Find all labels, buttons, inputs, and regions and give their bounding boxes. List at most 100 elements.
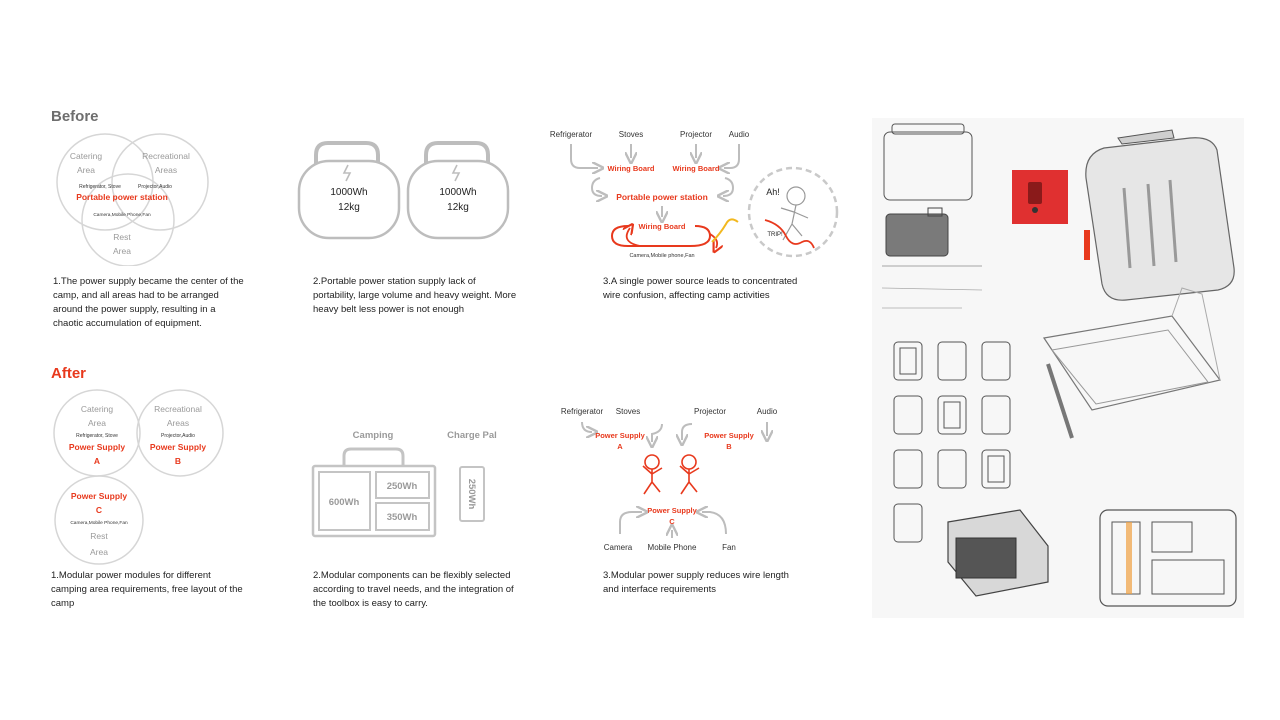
svg-text:600Wh: 600Wh bbox=[329, 497, 360, 508]
svg-text:Area: Area bbox=[90, 547, 108, 557]
after-venn-diagram: Catering Area Refrigerator, Stove Power … bbox=[53, 389, 224, 565]
svg-text:A: A bbox=[617, 442, 623, 451]
before-venn-diagram: Catering Area Recreational Areas Refrige… bbox=[56, 133, 209, 266]
label-audio: Audio bbox=[729, 130, 750, 139]
bag1-body bbox=[297, 159, 401, 240]
svg-text:Refrigerator: Refrigerator bbox=[561, 407, 604, 416]
module-600 bbox=[318, 471, 371, 531]
svg-text:C: C bbox=[96, 505, 102, 515]
svg-text:Stoves: Stoves bbox=[616, 407, 640, 416]
svg-text:Areas: Areas bbox=[155, 165, 177, 175]
after-caption-2: 2.Modular components can be flexibly sel… bbox=[313, 570, 514, 609]
stick-figure-body bbox=[780, 204, 809, 241]
svg-text:Power Supply: Power Supply bbox=[647, 506, 697, 515]
bolt-icon bbox=[342, 164, 352, 182]
modular-toolbox: Camping Charge Pal 600Wh 250Wh 350Wh 250… bbox=[311, 430, 497, 538]
svg-text:Fan: Fan bbox=[722, 543, 736, 552]
after-caption-1: 1.Modular power modules for different ca… bbox=[51, 570, 243, 609]
toolbox-handle bbox=[342, 447, 405, 466]
venn-rest-label: Rest bbox=[113, 232, 131, 242]
svg-text:350Wh: 350Wh bbox=[387, 512, 418, 523]
svg-text:Camera: Camera bbox=[604, 543, 633, 552]
svg-text:Recreational: Recreational bbox=[154, 404, 202, 414]
svg-text:Mobile Phone: Mobile Phone bbox=[648, 543, 697, 552]
product-sketches bbox=[881, 123, 1237, 607]
after-sub-left: Refrigerator, Stove bbox=[76, 433, 118, 439]
svg-text:Area: Area bbox=[77, 165, 95, 175]
wiring-board-2: Wiring Board bbox=[672, 164, 719, 173]
camping-label: Camping bbox=[353, 430, 394, 441]
venn-center-label: Portable power station bbox=[76, 192, 168, 202]
svg-text:Audio: Audio bbox=[757, 407, 778, 416]
charge-pal-label: Charge Pal bbox=[447, 430, 497, 441]
recreational-circle bbox=[111, 133, 209, 231]
module-250 bbox=[375, 471, 430, 499]
svg-text:Area: Area bbox=[113, 246, 131, 256]
design-sketch-panel bbox=[872, 118, 1244, 618]
wiring-board-3: Wiring Board bbox=[638, 222, 685, 231]
venn-sub-left: Refrigerator, Stove bbox=[79, 184, 121, 190]
rest-circle bbox=[81, 173, 175, 266]
modular-supply-diagram: Refrigerator Stoves Projector Audio Powe… bbox=[561, 407, 778, 552]
svg-text:B: B bbox=[726, 442, 732, 451]
bag2-power: 1000Wh bbox=[439, 187, 476, 198]
heavy-power-stations: 1000Wh 12kg 1000Wh 12kg bbox=[297, 141, 510, 240]
wiring-chaos-diagram: Refrigerator Stoves Projector Audio Wiri… bbox=[550, 130, 839, 259]
happy-figure-b bbox=[679, 454, 700, 495]
shout-text: Ah! bbox=[766, 187, 780, 197]
bag1-handle bbox=[314, 141, 380, 169]
svg-text:C: C bbox=[669, 517, 675, 526]
bolt-icon bbox=[451, 164, 461, 182]
after-sub-right: Projector,Audio bbox=[161, 433, 195, 439]
module-350 bbox=[375, 502, 430, 531]
after-caption-3: 3.Modular power supply reduces wire leng… bbox=[603, 570, 789, 595]
trip-wire-yellow bbox=[711, 218, 739, 243]
stick-figure-head bbox=[786, 186, 806, 206]
rest-circle bbox=[54, 475, 144, 565]
svg-text:Catering: Catering bbox=[81, 404, 113, 414]
svg-text:Power Supply: Power Supply bbox=[704, 431, 754, 440]
bottom-devices: Camera,Mobile phone,Fan bbox=[629, 253, 694, 259]
bag2-weight: 12kg bbox=[447, 202, 469, 213]
bag1-weight: 12kg bbox=[338, 202, 360, 213]
charge-pal-module bbox=[459, 466, 485, 522]
svg-text:Areas: Areas bbox=[167, 418, 189, 428]
happy-figure-a bbox=[642, 454, 663, 495]
trip-wire-red bbox=[764, 219, 815, 249]
trip-text: TRIP! bbox=[767, 232, 783, 238]
svg-text:Power Supply: Power Supply bbox=[69, 442, 125, 452]
before-heading: Before bbox=[51, 108, 99, 125]
label-refrigerator: Refrigerator bbox=[550, 130, 593, 139]
svg-text:A: A bbox=[94, 456, 100, 466]
tangled-wire bbox=[610, 225, 712, 247]
before-caption-2: 2.Portable power station supply lack of … bbox=[313, 276, 517, 315]
case-render bbox=[1085, 137, 1235, 301]
svg-text:Power Supply: Power Supply bbox=[150, 442, 206, 452]
before-caption-3: 3.A single power source leads to concent… bbox=[603, 276, 798, 301]
after-heading: After bbox=[51, 365, 87, 382]
interior-layout-sketch bbox=[1099, 509, 1237, 607]
before-caption-1: 1.The power supply became the center of … bbox=[53, 276, 244, 329]
label-stoves: Stoves bbox=[619, 130, 643, 139]
portable-station-label: Portable power station bbox=[616, 192, 708, 202]
trip-scene-circle bbox=[747, 166, 839, 258]
svg-text:Area: Area bbox=[88, 418, 106, 428]
bag2-handle bbox=[424, 141, 490, 169]
venn-catering-label: Catering bbox=[70, 151, 102, 161]
svg-text:Power Supply: Power Supply bbox=[71, 491, 127, 501]
after-sub-bottom: Camera,Mobile Phone,Fan bbox=[70, 520, 128, 526]
svg-text:250Wh: 250Wh bbox=[466, 479, 477, 510]
wiring-board-1: Wiring Board bbox=[607, 164, 654, 173]
recreational-circle bbox=[136, 389, 224, 477]
svg-text:Projector: Projector bbox=[694, 407, 726, 416]
bag1-power: 1000Wh bbox=[330, 187, 367, 198]
svg-text:Rest: Rest bbox=[90, 531, 108, 541]
svg-text:Power Supply: Power Supply bbox=[595, 431, 645, 440]
venn-recreational-label: Recreational bbox=[142, 151, 190, 161]
bag2-body bbox=[406, 159, 510, 240]
svg-text:250Wh: 250Wh bbox=[387, 481, 418, 492]
venn-sub-bottom: Camera,Mobile Phone,Fan bbox=[93, 212, 151, 218]
latch-sketch-grid bbox=[893, 341, 1011, 543]
svg-text:B: B bbox=[175, 456, 181, 466]
venn-sub-right: Projector,Audio bbox=[138, 184, 172, 190]
